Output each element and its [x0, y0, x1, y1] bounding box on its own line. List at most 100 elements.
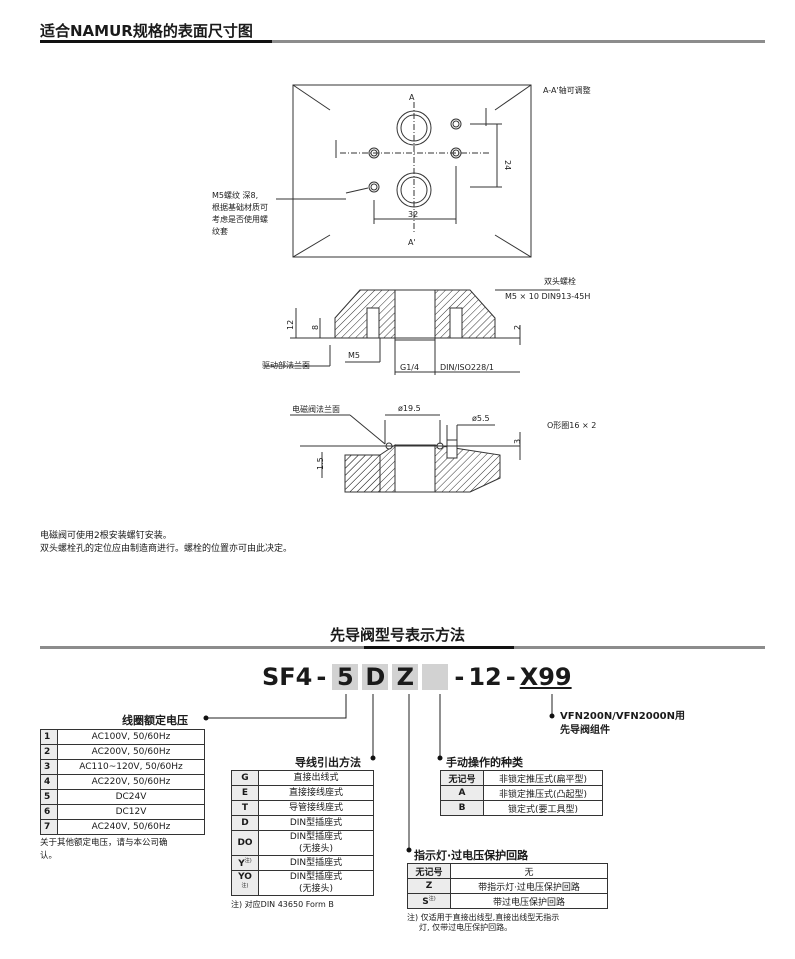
- manual-override-value: 非锁定推压式(凸起型): [483, 785, 603, 801]
- lead-wire-value-cell: 导管接线座式: [258, 800, 374, 816]
- lead-wire-row: Y注)DIN型插座式: [231, 855, 374, 871]
- indicator-code: 无记号: [415, 867, 443, 878]
- lead-wire-note-mark: 注): [244, 858, 252, 864]
- din-iso-label: DIN/ISO228/1: [440, 363, 494, 372]
- lead-wire-row: G 直接出线式: [231, 770, 374, 786]
- section-title-underline: [40, 40, 765, 43]
- lead-wire-value-cell: 直接接线座式: [258, 785, 374, 801]
- manual-override-code: 无记号: [440, 770, 484, 786]
- install-note-1: 电磁阀可使用2根安装螺钉安装。: [40, 531, 172, 541]
- indicator-title: 指示灯·过电压保护回路: [414, 849, 529, 862]
- stud-spec: M5 × 10 DIN913-45H: [505, 292, 590, 301]
- m5-note-3: 考虑是否使用螺: [212, 214, 268, 224]
- model-part-12: 12: [468, 663, 502, 691]
- indicator-value: 带过电压保护回路: [450, 893, 608, 909]
- namur-dimension-drawing: A-A'轴可调整 A A' 24 32 M5螺纹 深8, 根据基础材质可 考虑是…: [212, 84, 596, 493]
- section-a-label: A: [409, 93, 415, 102]
- dim-3: 3: [513, 439, 522, 444]
- indicator-code: S: [422, 897, 429, 907]
- model-box-voltage: 5: [332, 664, 359, 690]
- coil-voltage-value: AC110~120V, 50/60Hz: [57, 759, 205, 775]
- stud-label: 双头螺栓: [544, 276, 576, 286]
- lead-wire-value: DIN型插座式: [289, 832, 343, 842]
- coil-voltage-value: DC24V: [57, 789, 205, 805]
- coil-voltage-code: 4: [40, 774, 58, 790]
- lead-wire-value: 直接出线式: [293, 773, 339, 783]
- coil-voltage-value: AC200V, 50/60Hz: [57, 744, 205, 760]
- indicator-note-mark: 注): [428, 896, 436, 902]
- lead-wire-row: T 导管接线座式: [231, 800, 374, 816]
- model-suffix: X99: [519, 663, 572, 691]
- lead-wire-row: DO DIN型插座式 (无接头): [231, 830, 374, 856]
- model-title: 先导阀型号表示方法: [329, 626, 465, 644]
- coil-voltage-code: 2: [40, 744, 58, 760]
- lead-wire-value-sub: (无接头): [298, 884, 334, 894]
- lead-wire-value-cell: DIN型插座式: [258, 815, 374, 831]
- coil-voltage-value: AC100V, 50/60Hz: [57, 729, 205, 745]
- dim-12: 12: [286, 320, 295, 330]
- indicator-value: 带指示灯·过电压保护回路: [450, 878, 608, 894]
- lead-wire-code-cell: D: [231, 815, 259, 831]
- lead-wire-value-cell: 直接出线式: [258, 770, 374, 786]
- lead-wire-value: DIN型插座式: [289, 818, 343, 828]
- lead-wire-value: 直接接线座式: [288, 788, 343, 798]
- g14-label: G1/4: [400, 363, 419, 372]
- indicator-code-cell: S注): [407, 893, 451, 909]
- lead-wire-code: YO: [238, 872, 252, 882]
- lead-wire-value-cell: DIN型插座式(无接头): [258, 870, 374, 896]
- valve-flange-label: 电磁阀法兰面: [292, 404, 340, 414]
- dim-32: 32: [408, 210, 418, 219]
- dia-5-5: ø5.5: [472, 414, 490, 423]
- lead-wire-code-cell: YO注): [231, 870, 259, 896]
- install-note-2: 双头螺栓孔的定位应由制造商进行。螺栓的位置亦可由此决定。: [40, 544, 293, 554]
- dim-2: 2: [513, 325, 522, 330]
- manual-override-title: 手动操作的种类: [446, 756, 523, 769]
- lead-wire-row: YO注)DIN型插座式(无接头): [231, 870, 374, 896]
- lead-wire-note: 注) 对应DIN 43650 Form B: [231, 900, 334, 909]
- model-box-lead: D: [362, 664, 389, 690]
- lead-wire-title: 导线引出方法: [295, 756, 361, 769]
- lead-wire-code: G: [241, 773, 249, 783]
- lead-wire-row: D DIN型插座式: [231, 815, 374, 831]
- coil-voltage-title: 线圈额定电压: [122, 714, 188, 727]
- model-dash-1: -: [316, 663, 327, 691]
- coil-voltage-value: DC12V: [57, 804, 205, 820]
- x99-note-2: 先导阀组件: [560, 725, 610, 736]
- drive-flange-label: 驱动部法兰面: [262, 360, 310, 370]
- oring-label: O形圈16 × 2: [547, 421, 596, 430]
- coil-voltage-value: AC220V, 50/60Hz: [57, 774, 205, 790]
- lead-wire-note-mark: 注): [241, 883, 249, 889]
- lead-wire-code: DO: [237, 838, 253, 848]
- connector-lines: [203, 694, 555, 853]
- model-prefix: SF4: [262, 663, 313, 691]
- model-title-underline: [40, 646, 765, 649]
- indicator-value: 无: [450, 863, 608, 879]
- dim-24: 24: [503, 160, 512, 170]
- x99-note-1: VFN200N/VFN2000N用: [560, 711, 685, 722]
- indicator-row: S注)带过电压保护回路: [407, 893, 608, 909]
- lead-wire-code: E: [241, 788, 249, 798]
- lead-wire-code-cell: G: [231, 770, 259, 786]
- section-a-prime-label: A': [408, 238, 416, 247]
- model-box-manual: [422, 664, 449, 690]
- lead-wire-value-sub: (无接头): [298, 844, 334, 854]
- lead-wire-code: D: [241, 818, 249, 828]
- top-view: [276, 84, 532, 258]
- section-title: 适合NAMUR规格的表面尺寸图: [40, 22, 253, 40]
- model-code: SF4 - 5 D Z - 12 - X99: [262, 662, 572, 692]
- lead-wire-code: T: [241, 803, 249, 813]
- dim-1-5: 1.5: [316, 457, 325, 470]
- x99-note: VFN200N/VFN2000N用 先导阀组件: [560, 710, 685, 738]
- m5-note-1: M5螺纹 深8,: [212, 190, 258, 200]
- lead-wire-value-cell: DIN型插座式: [258, 855, 374, 871]
